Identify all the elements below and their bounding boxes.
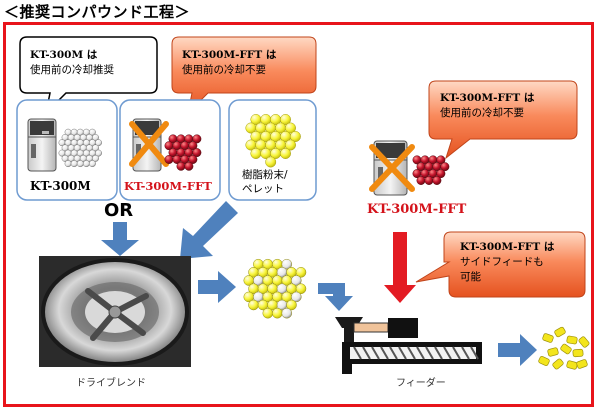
- callout-left-text: KT-300M は 使用前の冷却推奨: [30, 48, 150, 78]
- callout-left-line2: 使用前の冷却推奨: [30, 64, 114, 76]
- process-frame: [3, 22, 594, 407]
- diagram-title: ＜推奨コンパウンド工程＞: [4, 3, 191, 21]
- caption-dry-blend: ドライブレンド: [76, 378, 146, 389]
- callout-middle-text: KT-300M-FFT は 使用前の冷却不要: [182, 48, 314, 78]
- arrow-blend-to-feeder: [318, 283, 353, 311]
- dry-blend-mixer-image: [39, 256, 191, 367]
- yellow-pellets-icon: [245, 114, 301, 168]
- refrigerator-crossed-icon: [129, 118, 169, 172]
- label-resin-line2: ペレット: [242, 183, 284, 195]
- callout-right-bottom-line1: KT-300M-FFT は: [460, 241, 555, 253]
- arrow-to-mixer-left: [101, 222, 139, 256]
- arrow-mixer-to-blend: [198, 271, 236, 303]
- label-side-kt300m-fft: KT-300M-FFT: [367, 202, 467, 217]
- callout-right-bottom-line2: サイドフィードも: [460, 256, 544, 268]
- red-pellets-icon: [164, 134, 202, 171]
- label-kt300m-fft: KT-300M-FFT: [124, 179, 212, 193]
- feeder-extruder-image: [335, 317, 482, 374]
- label-resin: 樹脂粉末/ ペレット: [242, 168, 288, 196]
- refrigerator-crossed-right-icon: [369, 140, 415, 196]
- callout-right-bottom-line3: 可能: [460, 271, 481, 283]
- callout-middle-line1: KT-300M-FFT は: [182, 49, 277, 61]
- red-pellets-right-icon: [412, 155, 450, 185]
- callout-left-line1: KT-300M は: [30, 49, 98, 61]
- arrow-to-mixer-right: [180, 201, 238, 259]
- output-pellets-icon: [538, 326, 590, 370]
- callout-right-bottom-text: KT-300M-FFT は サイドフィードも 可能: [460, 240, 585, 285]
- callout-right-top-line1: KT-300M-FFT は: [440, 92, 535, 104]
- white-particles-icon: [58, 128, 102, 168]
- callout-middle-line2: 使用前の冷却不要: [182, 64, 266, 76]
- label-kt300m: KT-300M: [30, 179, 91, 193]
- label-resin-line1: 樹脂粉末/: [242, 169, 288, 181]
- refrigerator-icon: [27, 118, 57, 172]
- caption-feeder: フィーダー: [396, 378, 446, 389]
- mixed-blend-icon: [243, 258, 307, 319]
- callout-right-top-bubble: [428, 80, 578, 160]
- callout-right-bottom-bubble: [415, 231, 586, 298]
- arrow-feeder-to-output: [498, 334, 537, 366]
- callout-right-top-text: KT-300M-FFT は 使用前の冷却不要: [440, 91, 575, 121]
- callout-right-top-line2: 使用前の冷却不要: [440, 107, 524, 119]
- arrow-side-feed: [384, 232, 416, 303]
- callout-middle-bubble: [171, 36, 317, 115]
- callout-left-bubble: [19, 36, 158, 116]
- or-label: OR: [104, 200, 134, 221]
